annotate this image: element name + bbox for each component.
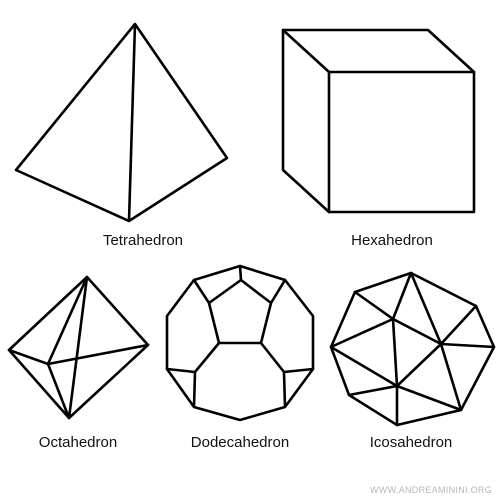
tetrahedron-drawing: [14, 22, 229, 223]
icosahedron-drawing: [329, 271, 496, 427]
hexahedron-label: Hexahedron: [351, 232, 433, 249]
dodecahedron-drawing: [165, 264, 315, 422]
icosahedron-label: Icosahedron: [370, 434, 453, 451]
tetrahedron-label: Tetrahedron: [103, 232, 183, 249]
watermark-text: WWW.ANDREAMININI.ORG: [370, 485, 492, 495]
hexahedron-drawing: [281, 28, 476, 214]
octahedron-drawing: [7, 275, 150, 420]
dodecahedron-label: Dodecahedron: [191, 434, 289, 451]
octahedron-label: Octahedron: [39, 434, 117, 451]
